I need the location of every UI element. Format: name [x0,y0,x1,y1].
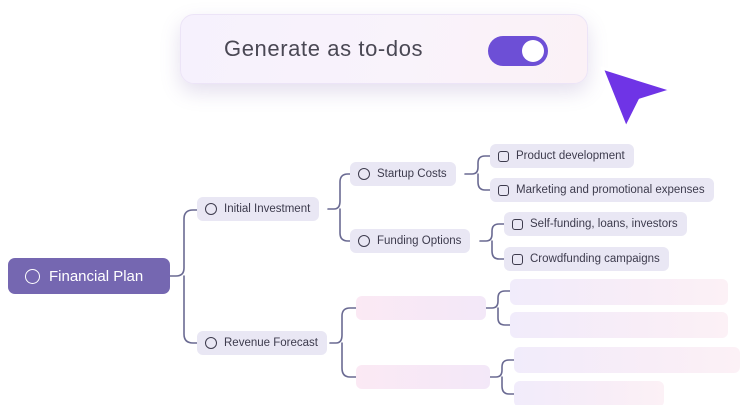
task-label: Marketing and promotional expenses [516,184,705,196]
task-label: Product development [516,150,625,162]
placeholder-node [356,296,486,320]
placeholder-leaf [510,312,728,338]
placeholder-node [356,365,490,389]
root-node-label: Financial Plan [49,267,144,285]
circle-outline-icon [358,235,370,247]
generate-todos-label: Generate as to-dos [224,36,424,61]
generate-todos-card: Generate as to-dos [180,14,588,84]
circle-outline-icon [358,168,370,180]
generate-todos-toggle[interactable] [488,36,548,66]
task-label: Self-funding, loans, investors [530,218,678,230]
toggle-knob [522,40,544,62]
placeholder-leaf [510,279,728,305]
branch-node-label: Revenue Forecast [224,337,318,349]
branch-node-revenue-forecast[interactable]: Revenue Forecast [197,331,327,355]
task-node-crowdfunding[interactable]: Crowdfunding campaigns [504,247,669,271]
root-node[interactable]: Financial Plan [8,258,170,294]
checkbox-icon[interactable] [498,184,509,196]
pointer-arrow-icon [600,66,674,130]
child-node-startup-costs[interactable]: Startup Costs [350,162,456,186]
task-node-self-funding[interactable]: Self-funding, loans, investors [504,212,687,236]
checkbox-icon[interactable] [498,150,509,162]
task-label: Crowdfunding campaigns [530,253,660,265]
circle-outline-icon [205,203,217,215]
child-node-funding-options[interactable]: Funding Options [350,229,471,253]
child-node-label: Funding Options [377,235,462,247]
child-node-label: Startup Costs [377,168,447,180]
task-node-marketing-expenses[interactable]: Marketing and promotional expenses [490,178,714,202]
checkbox-icon[interactable] [512,218,523,230]
circle-outline-icon [205,337,217,349]
circle-outline-icon [25,268,40,284]
checkbox-icon[interactable] [512,253,523,265]
branch-node-label: Initial Investment [224,203,311,215]
branch-node-initial-investment[interactable]: Initial Investment [197,197,320,221]
placeholder-leaf [514,347,740,373]
placeholder-leaf [514,381,664,405]
task-node-product-development[interactable]: Product development [490,144,634,168]
